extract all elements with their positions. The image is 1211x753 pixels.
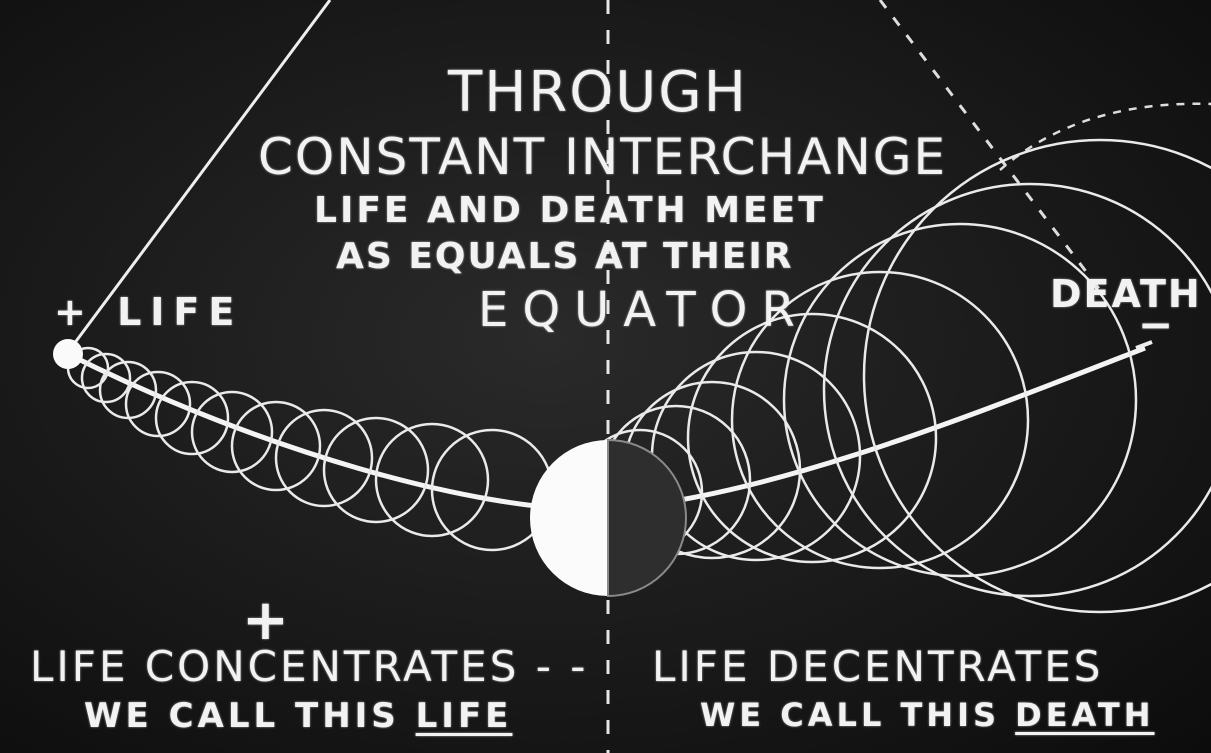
death-pole-label: DEATH [1050,272,1202,316]
life-pole-label: + LIFE [54,290,243,334]
we-call-this-life-caption: WE CALL THIS LIFE [84,696,512,736]
title-line-1: THROUGH [448,60,748,125]
life-side-circles [68,348,552,550]
life-pole-dot [53,339,83,369]
caption-prefix: WE CALL THIS [84,696,416,736]
life-decentrates-caption: LIFE DECENTRATES [652,642,1103,691]
title-line-4: AS EQUALS AT THEIR [336,236,793,277]
title-line-3: LIFE AND DEATH MEET [314,190,826,231]
caption-prefix: WE CALL THIS [700,696,1015,734]
we-call-this-death-caption: WE CALL THIS DEATH [700,696,1154,734]
equator-disc-death-half [608,440,686,596]
equator-disc-life-half [530,440,608,596]
caption-emphasis-death: DEATH [1015,696,1154,734]
life-concentrates-caption: LIFE CONCENTRATES - - [30,642,588,691]
caption-emphasis-life: LIFE [416,696,513,736]
upper-dashed-curve [1000,104,1211,170]
death-minus-sign: − [1138,300,1175,349]
title-line-2: CONSTANT INTERCHANGE [258,128,947,186]
title-line-5-equator: EQUATOR [478,282,809,338]
